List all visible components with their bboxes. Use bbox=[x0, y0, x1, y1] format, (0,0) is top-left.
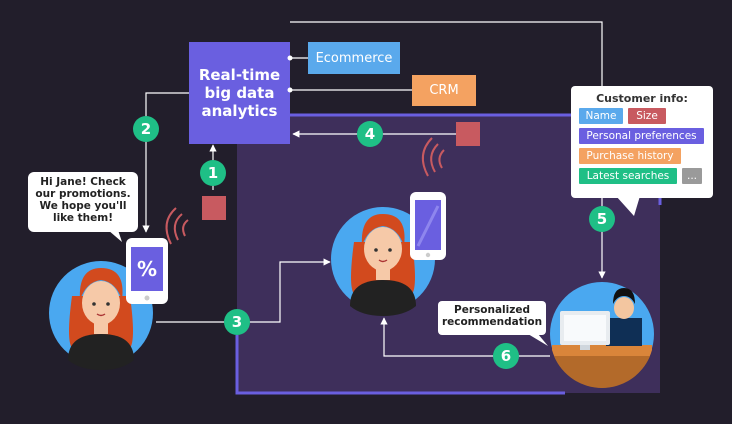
tag-size: Size bbox=[628, 108, 666, 124]
jane-line-1: Hi Jane! Check bbox=[40, 176, 126, 188]
tag-more: ... bbox=[682, 168, 702, 184]
arrow-step-3 bbox=[156, 258, 331, 323]
crm-dot bbox=[287, 87, 293, 93]
tag-latest-searches: Latest searches bbox=[579, 168, 677, 184]
signal-box-2 bbox=[456, 122, 480, 146]
signal-box-1 bbox=[202, 196, 226, 220]
crm-label: CRM bbox=[429, 83, 459, 98]
recommendation-line-1: Personalized bbox=[454, 304, 530, 316]
phone-icon bbox=[410, 192, 446, 260]
analytics-line-1: Real-time bbox=[198, 66, 281, 84]
step-badge-2: 2 bbox=[133, 116, 159, 142]
analytics-box-label: Real-time big data analytics bbox=[189, 42, 290, 144]
step-badge-3: 3 bbox=[224, 309, 250, 335]
step-badge-1: 1 bbox=[200, 160, 226, 186]
jane-bubble bbox=[28, 172, 138, 242]
step-badge-6: 6 bbox=[493, 343, 519, 369]
recommendation-line-2: recommendation bbox=[441, 316, 543, 328]
customer-info-title: Customer info: bbox=[596, 92, 688, 105]
line-customer-info bbox=[290, 21, 603, 86]
jane-line-3: We hope you'll bbox=[39, 200, 127, 212]
arrow-step-2 bbox=[142, 92, 189, 233]
ecommerce-box bbox=[308, 42, 400, 74]
analytics-line-3: analytics bbox=[201, 102, 278, 120]
ecommerce-dot bbox=[287, 55, 293, 61]
jane-line-2: our promotions. bbox=[35, 188, 131, 200]
tag-purchase-history: Purchase history bbox=[579, 148, 681, 164]
recommendation-bubble-text: Personalized recommendation bbox=[440, 304, 544, 328]
tag-name: Name bbox=[579, 108, 623, 124]
jane-line-4: like them! bbox=[52, 212, 114, 224]
step-badge-5: 5 bbox=[589, 206, 615, 232]
step-badge-4: 4 bbox=[357, 121, 383, 147]
tag-personal-preferences: Personal preferences bbox=[579, 128, 704, 144]
signal-waves-icon bbox=[165, 137, 445, 245]
phone-promo-icon bbox=[126, 238, 168, 304]
percent-symbol: % bbox=[136, 257, 158, 281]
customer-avatar-center bbox=[331, 207, 435, 316]
crm-box bbox=[412, 75, 476, 106]
analytics-box bbox=[189, 42, 290, 144]
analytics-line-2: big data bbox=[204, 84, 275, 102]
recommendation-bubble bbox=[438, 301, 548, 346]
ecommerce-label: Ecommerce bbox=[315, 50, 393, 66]
jane-bubble-text: Hi Jane! Check our promotions. We hope y… bbox=[31, 176, 135, 224]
store-assistant-avatar bbox=[550, 282, 654, 388]
